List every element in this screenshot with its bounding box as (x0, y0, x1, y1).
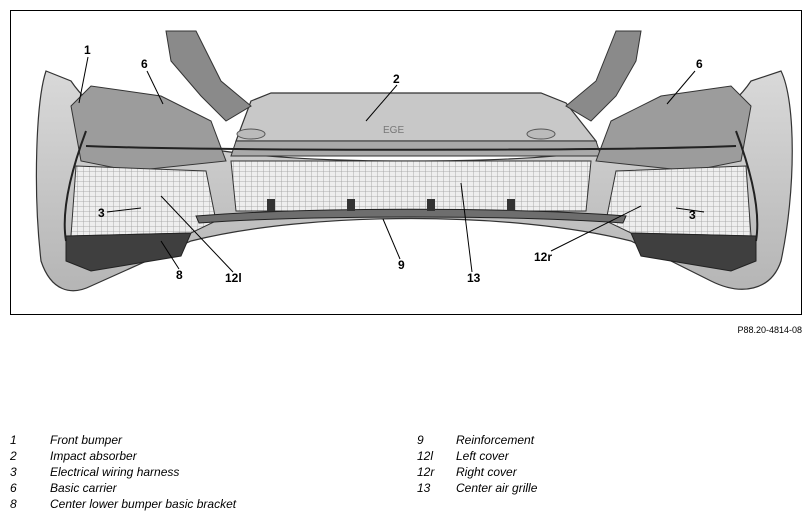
callout-3-left: 3 (98, 206, 105, 220)
basic-carrier-right (595, 85, 752, 172)
legend-number: 6 (10, 481, 17, 495)
right-cover-grille (605, 165, 752, 237)
legend-label: Basic carrier (50, 481, 117, 495)
reinforcement (195, 208, 627, 224)
wiring-harness (63, 130, 759, 242)
basic-carrier-left (70, 85, 227, 172)
callout-3-right: 3 (689, 208, 696, 222)
callout-1: 1 (84, 43, 91, 57)
legend-label: Left cover (456, 449, 509, 463)
callout-8: 8 (176, 268, 183, 282)
leader-lines (78, 56, 705, 273)
callout-6-right: 6 (696, 57, 703, 71)
legend-label: Center air grille (456, 481, 538, 495)
callout-6-left: 6 (141, 57, 148, 71)
figure-code: P88.20-4814-08 (737, 325, 802, 335)
callout-12l: 12l (225, 271, 242, 285)
callout-12r: 12r (534, 250, 553, 264)
legend-label: Right cover (456, 465, 517, 479)
legend-number: 13 (417, 481, 431, 495)
legend-number: 1 (10, 433, 17, 447)
legend-label: Center lower bumper basic bracket (50, 497, 237, 511)
svg-text:EGE: EGE (383, 125, 404, 136)
legend-number: 12l (417, 449, 434, 463)
legend-number: 3 (10, 465, 17, 479)
callout-13: 13 (467, 271, 481, 285)
legend-number: 8 (10, 497, 17, 511)
legend-label: Reinforcement (456, 433, 535, 447)
legend-label: Front bumper (50, 433, 123, 447)
lower-bumper-bracket-right (630, 232, 757, 272)
callout-9: 9 (398, 258, 405, 272)
diagram-frame: EGE (10, 10, 802, 315)
lower-bumper-bracket-left (65, 232, 192, 272)
bumper-illustration: EGE (35, 30, 793, 292)
center-air-grille (230, 160, 592, 212)
callout-2: 2 (393, 72, 400, 86)
legend-number: 9 (417, 433, 424, 447)
left-cover-grille (70, 165, 217, 237)
legend-number: 2 (10, 449, 17, 463)
legend-label: Electrical wiring harness (50, 465, 180, 479)
legend-number: 12r (417, 465, 435, 479)
legend-label: Impact absorber (50, 449, 137, 463)
reinforcement-clips (267, 199, 515, 211)
